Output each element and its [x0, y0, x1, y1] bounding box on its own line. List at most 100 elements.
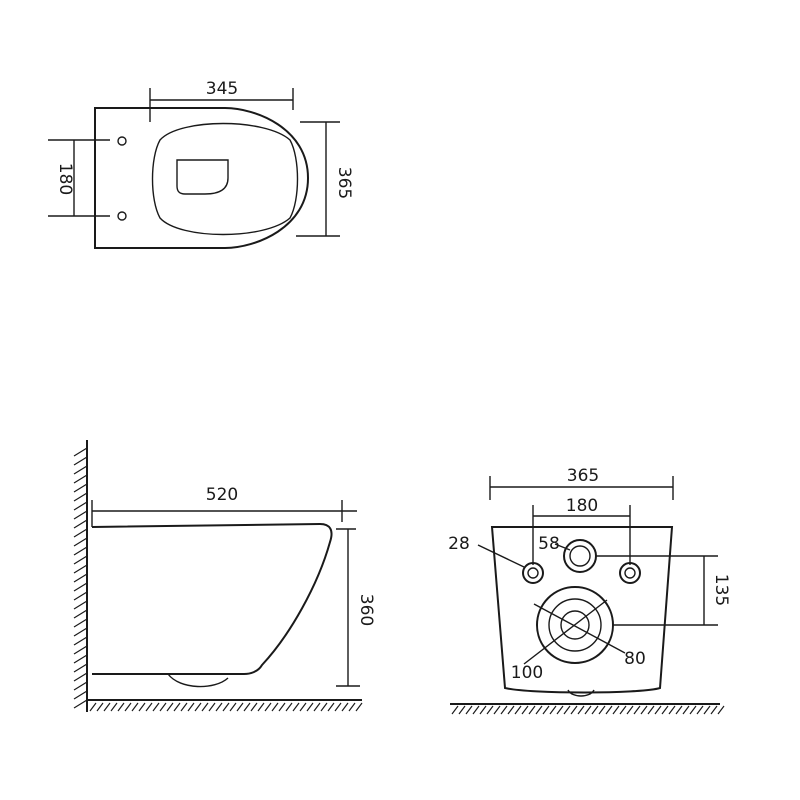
side-view-floor-hatch — [89, 702, 363, 712]
wall-hatch-stroke-13 — [73, 564, 88, 574]
top-view-mount-hole-lower — [117, 211, 127, 221]
rear-label-58: 58 — [538, 534, 560, 554]
rear-floor-hatch-stroke-6 — [493, 705, 501, 715]
rear-label-80: 80 — [624, 649, 646, 669]
wall-hatch-stroke-7 — [73, 510, 88, 520]
wall-hatch-stroke-28 — [73, 699, 88, 709]
rear-floor-hatch-stroke-11 — [528, 705, 536, 715]
wall-hatch-stroke-12 — [73, 555, 88, 565]
side-floor-hatch-stroke-34 — [327, 702, 335, 712]
rear-floor-hatch-stroke-18 — [577, 705, 585, 715]
wall-hatch-stroke-27 — [73, 690, 88, 700]
rear-view-floor-hatch — [451, 705, 725, 715]
side-dim-520-label: 520 — [206, 485, 238, 505]
side-floor-hatch-stroke-2 — [103, 702, 111, 712]
rear-floor-hatch-stroke-20 — [591, 705, 599, 715]
side-floor-hatch-stroke-15 — [194, 702, 202, 712]
rear-leader-100 — [523, 599, 608, 665]
rear-floor-hatch-stroke-19 — [584, 705, 592, 715]
rear-label-28: 28 — [448, 534, 470, 554]
wall-hatch-stroke-18 — [73, 609, 88, 619]
top-view-flush-opening — [176, 159, 229, 195]
rear-floor-hatch-stroke-16 — [563, 705, 571, 715]
rear-floor-hatch-stroke-2 — [465, 705, 473, 715]
rear-leader-28 — [477, 544, 525, 568]
rear-leader-80 — [533, 603, 626, 654]
side-floor-hatch-stroke-10 — [159, 702, 167, 712]
rear-floor-hatch-stroke-29 — [654, 705, 662, 715]
rear-floor-hatch-stroke-21 — [598, 705, 606, 715]
rear-floor-hatch-stroke-15 — [556, 705, 564, 715]
side-floor-hatch-stroke-30 — [299, 702, 307, 712]
side-floor-hatch-stroke-1 — [96, 702, 104, 712]
rear-label-100: 100 — [511, 663, 543, 683]
side-floor-hatch-stroke-16 — [201, 702, 209, 712]
rear-floor-hatch-stroke-22 — [605, 705, 613, 715]
rear-floor-hatch-stroke-31 — [668, 705, 676, 715]
wall-hatch-stroke-23 — [73, 654, 88, 664]
rear-floor-hatch-stroke-35 — [696, 705, 704, 715]
rear-view-outlet-middle — [548, 598, 602, 652]
rear-floor-hatch-stroke-12 — [535, 705, 543, 715]
side-floor-hatch-stroke-18 — [215, 702, 223, 712]
rear-floor-hatch-stroke-17 — [570, 705, 578, 715]
rear-floor-hatch-stroke-36 — [703, 705, 711, 715]
side-floor-hatch-stroke-9 — [152, 702, 160, 712]
top-dim-345-label: 345 — [206, 79, 238, 99]
wall-hatch-stroke-9 — [73, 528, 88, 538]
wall-hatch-stroke-5 — [73, 492, 88, 502]
side-floor-hatch-stroke-27 — [278, 702, 286, 712]
wall-hatch-stroke-6 — [73, 501, 88, 511]
rear-view-inlet-hole-inner — [569, 545, 591, 567]
side-floor-hatch-stroke-11 — [166, 702, 174, 712]
side-floor-hatch-stroke-37 — [348, 702, 356, 712]
rear-floor-hatch-stroke-10 — [521, 705, 529, 715]
rear-view-bolt-hole-right — [619, 562, 641, 584]
rear-floor-hatch-stroke-9 — [514, 705, 522, 715]
rear-view-bolt-hole-right-inner — [624, 567, 636, 579]
rear-floor-hatch-stroke-3 — [472, 705, 480, 715]
rear-dim-135-label: 135 — [711, 574, 731, 606]
rear-floor-hatch-stroke-1 — [458, 705, 466, 715]
side-floor-hatch-stroke-24 — [257, 702, 265, 712]
rear-view-outlet-bottom — [567, 689, 595, 697]
rear-floor-hatch-stroke-23 — [612, 705, 620, 715]
rear-floor-hatch-stroke-38 — [717, 705, 725, 715]
side-floor-hatch-stroke-33 — [320, 702, 328, 712]
rear-view-outlet-inner — [560, 610, 590, 640]
side-floor-hatch-stroke-12 — [173, 702, 181, 712]
side-floor-hatch-stroke-3 — [110, 702, 118, 712]
rear-view-bolt-hole-left — [522, 562, 544, 584]
side-view: 520 360 — [73, 440, 376, 712]
side-floor-hatch-stroke-31 — [306, 702, 314, 712]
side-dim-360-label: 360 — [356, 594, 376, 626]
rear-leader-58 — [554, 543, 571, 551]
side-floor-hatch-stroke-20 — [229, 702, 237, 712]
rear-floor-hatch-stroke-32 — [675, 705, 683, 715]
wall-hatch-stroke-26 — [73, 681, 88, 691]
wall-hatch-stroke-14 — [73, 573, 88, 583]
rear-floor-hatch-stroke-7 — [500, 705, 508, 715]
rear-floor-hatch-stroke-27 — [640, 705, 648, 715]
wall-hatch-stroke-10 — [73, 537, 88, 547]
wall-hatch-stroke-16 — [73, 591, 88, 601]
rear-floor-hatch-stroke-14 — [549, 705, 557, 715]
side-view-outlet — [167, 673, 229, 688]
side-floor-hatch-stroke-6 — [131, 702, 139, 712]
rear-floor-hatch-stroke-33 — [682, 705, 690, 715]
rear-floor-hatch-stroke-8 — [507, 705, 515, 715]
wall-hatch-stroke-24 — [73, 663, 88, 673]
top-view: 345 365 180 — [48, 79, 354, 249]
rear-floor-hatch-stroke-28 — [647, 705, 655, 715]
rear-view-bolt-hole-left-inner — [527, 567, 539, 579]
wall-hatch-stroke-1 — [73, 456, 88, 466]
side-floor-hatch-stroke-14 — [187, 702, 195, 712]
side-floor-hatch-stroke-25 — [264, 702, 272, 712]
rear-floor-hatch-stroke-0 — [451, 705, 459, 715]
rear-floor-hatch-stroke-37 — [710, 705, 718, 715]
side-floor-hatch-stroke-38 — [355, 702, 363, 712]
side-floor-hatch-stroke-28 — [285, 702, 293, 712]
top-view-mount-hole-upper — [117, 136, 127, 146]
side-floor-hatch-stroke-19 — [222, 702, 230, 712]
